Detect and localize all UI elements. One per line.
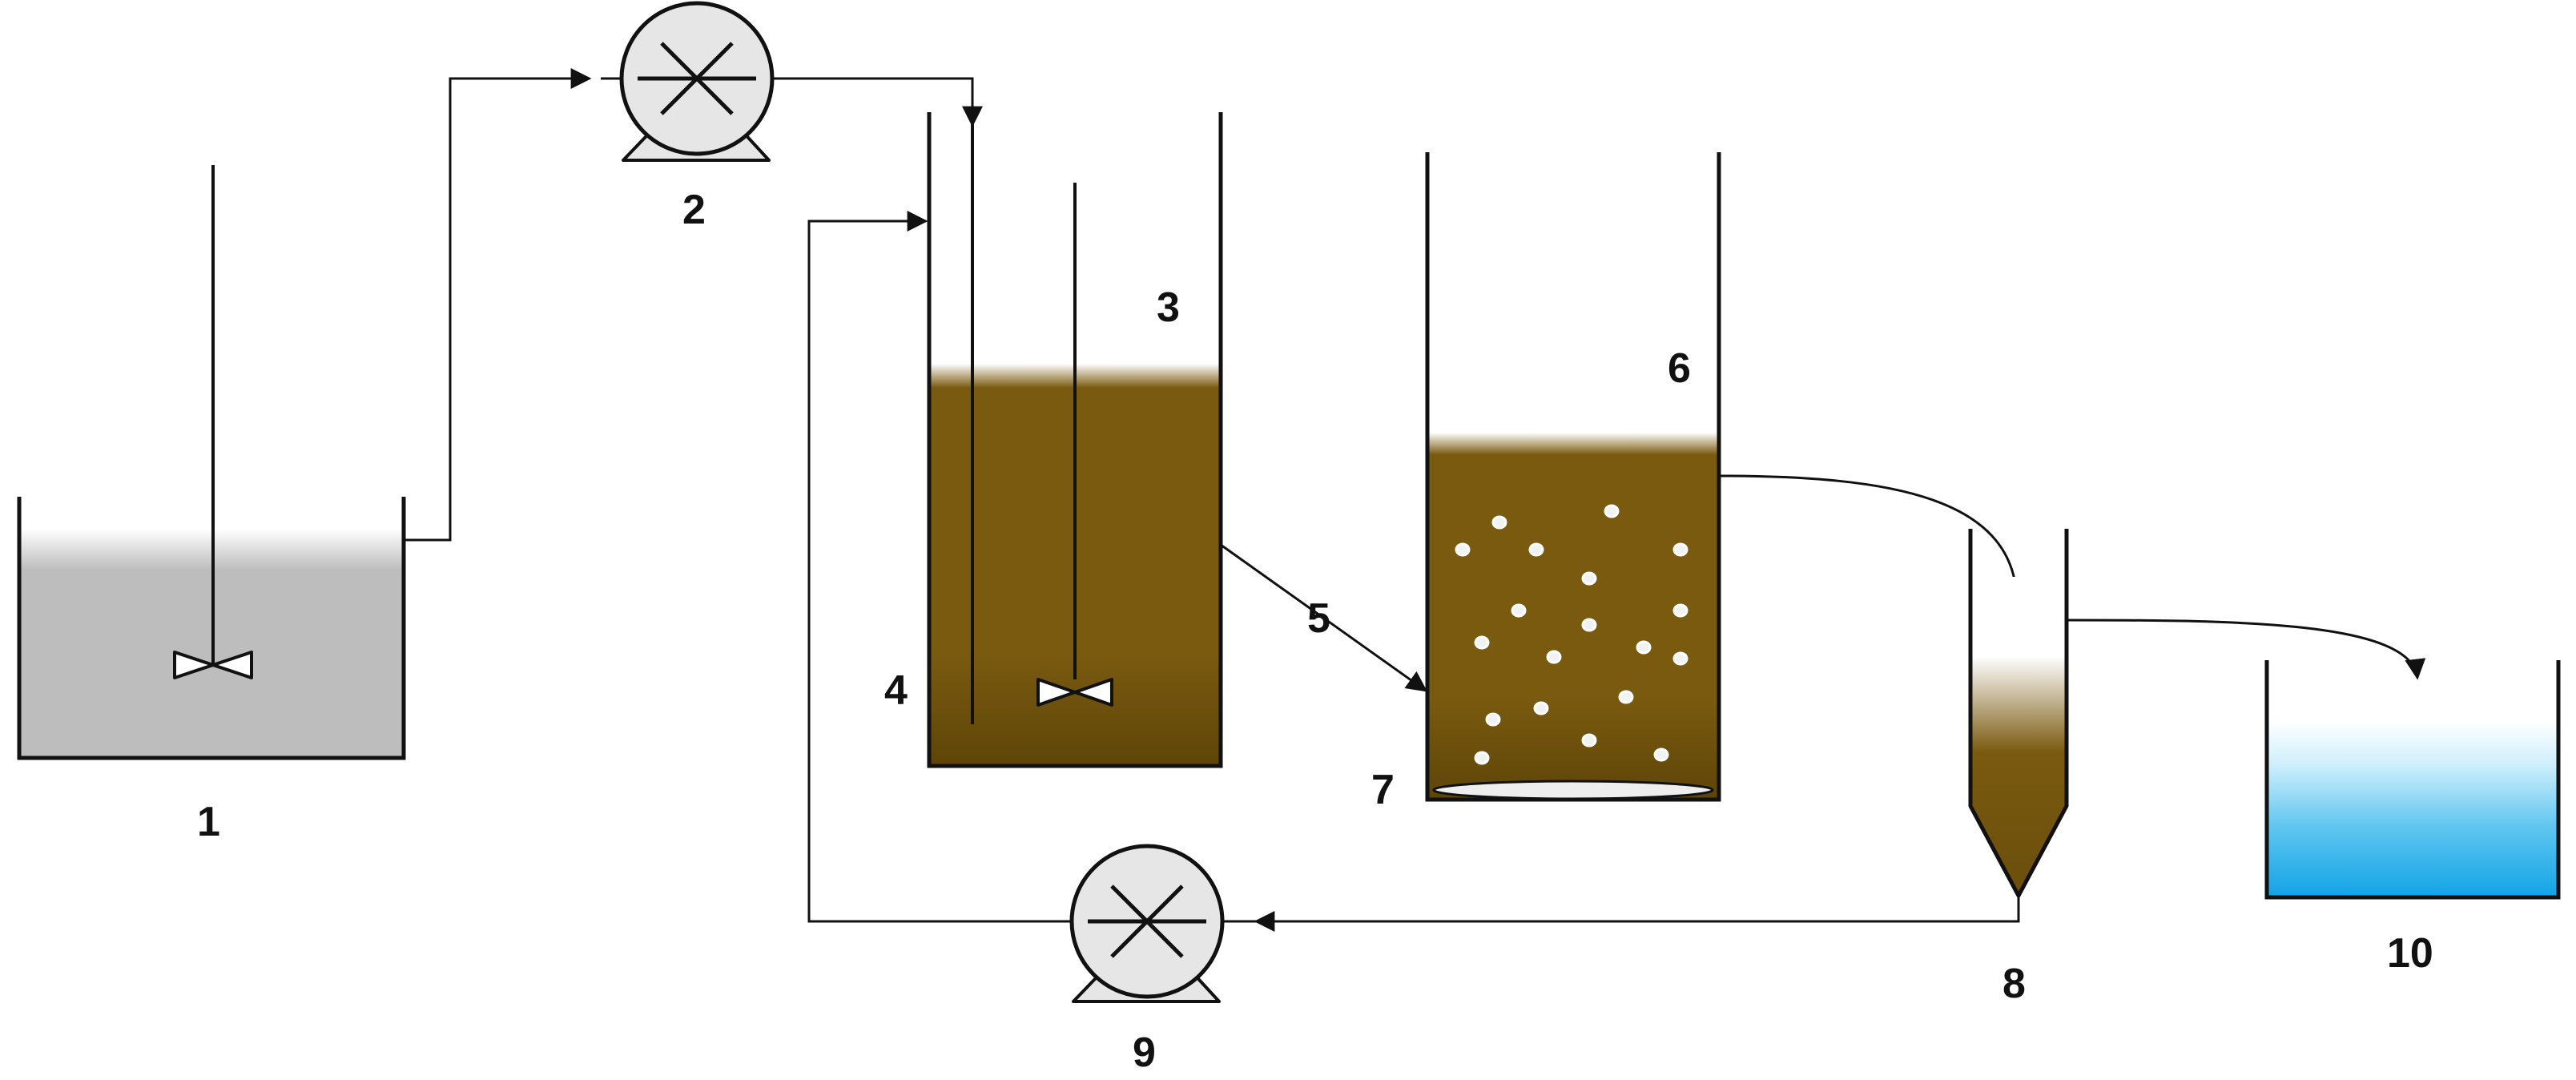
anoxic-reactor-walls — [927, 112, 1223, 768]
label-feed-tank: 1 — [197, 799, 220, 845]
transfer-line — [1220, 543, 1428, 692]
label-recycle-pump: 9 — [1133, 1030, 1156, 1076]
effluent-pipe — [2066, 619, 2426, 680]
feed-tank-walls — [17, 497, 406, 760]
anoxic-mixer-impeller-icon — [1036, 678, 1113, 707]
anoxic-reactor — [927, 112, 1223, 768]
sludge-return-pipe — [1254, 896, 2020, 932]
feed-pump-icon — [601, 1, 798, 162]
feed-tank — [17, 165, 406, 760]
feed-pipe-to-anoxic-reactor — [798, 77, 983, 127]
settler — [1968, 529, 2069, 898]
recycle-pipe-to-anoxic-reactor — [807, 211, 1073, 923]
aerobic-reactor-sludge — [1427, 433, 1719, 800]
label-effluent-tank: 10 — [2387, 930, 2433, 977]
effluent-tank — [2264, 660, 2561, 900]
overflow-pipe-to-settler — [1718, 474, 2028, 608]
effluent-tank-walls — [2264, 660, 2561, 900]
feed-pipe-to-pump — [404, 68, 592, 542]
label-anoxic-mixer: 4 — [884, 667, 908, 714]
label-feed-pump: 2 — [682, 187, 706, 233]
label-transfer-line: 5 — [1307, 595, 1330, 642]
aerobic-reactor — [1425, 152, 1721, 802]
air-bubbles — [1455, 504, 1688, 765]
label-anoxic-reactor: 3 — [1157, 284, 1180, 331]
label-aerobic-reactor: 6 — [1668, 345, 1691, 392]
air-diffuser-plate — [1432, 780, 1714, 800]
recycle-pump-icon — [1069, 844, 1256, 1003]
feed-tank-mixer-impeller-icon — [173, 651, 253, 679]
label-air-diffuser: 7 — [1371, 767, 1395, 813]
effluent-tank-water — [2267, 721, 2558, 897]
label-settler: 8 — [2002, 961, 2026, 1007]
settler-contents — [1970, 577, 2067, 896]
